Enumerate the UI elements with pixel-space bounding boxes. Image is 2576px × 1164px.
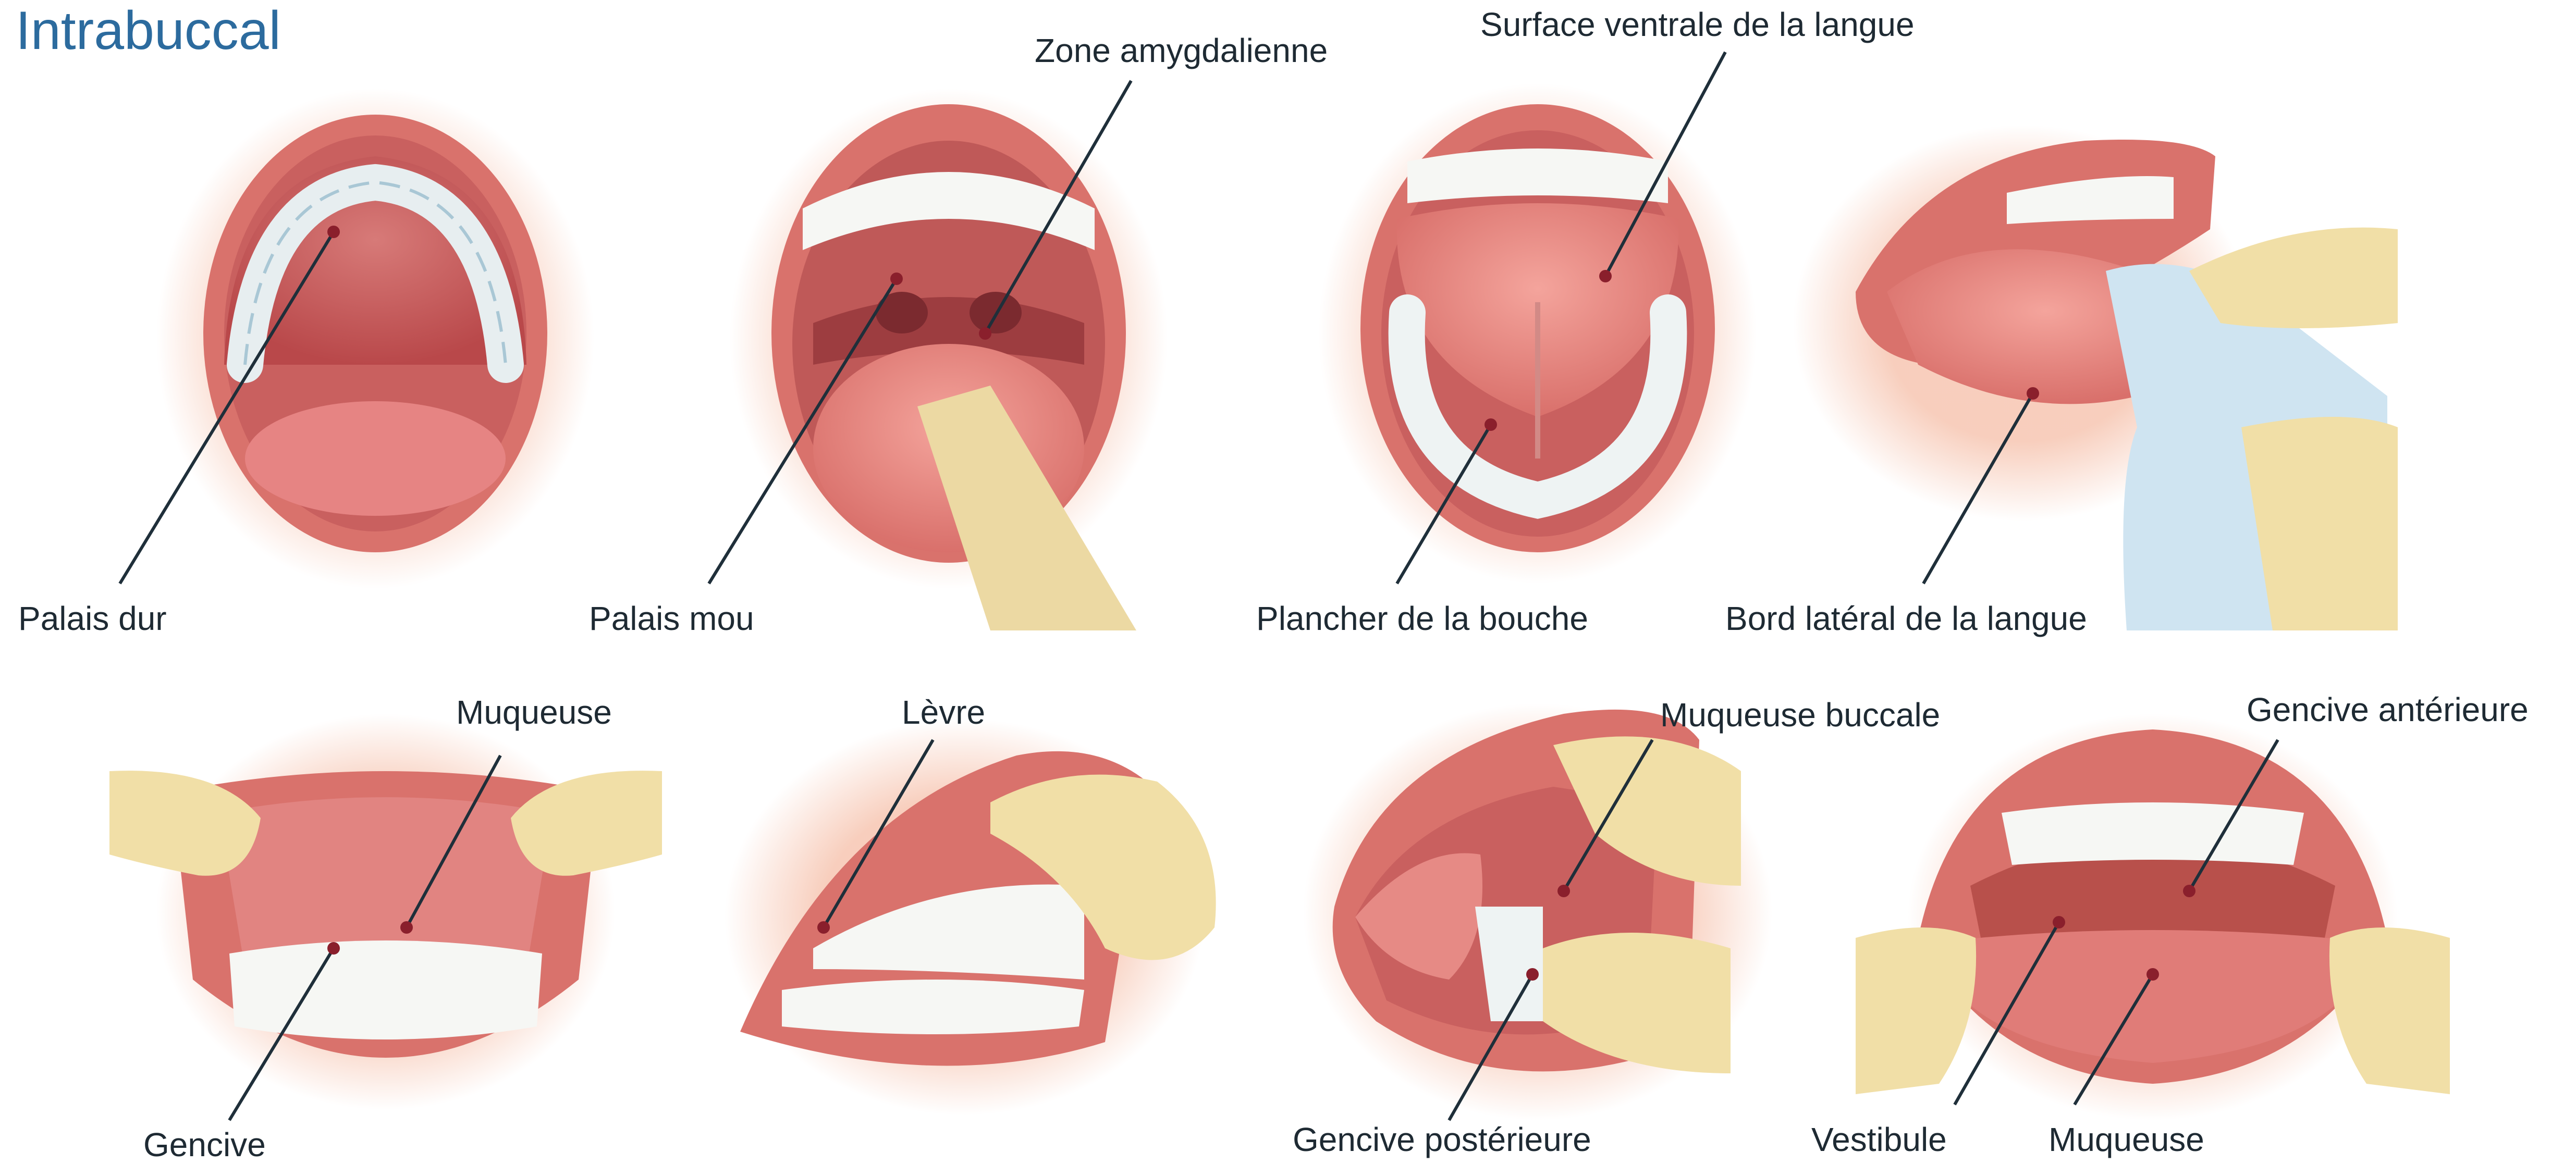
label-palais-dur: Palais dur bbox=[18, 599, 167, 638]
label-gencive-1: Gencive bbox=[143, 1125, 266, 1164]
marker-zone-amygdalienne bbox=[979, 327, 991, 340]
marker-muqueuse-2 bbox=[2146, 968, 2159, 981]
label-surface-ventrale: Surface ventrale de la langue bbox=[1480, 5, 1915, 44]
mouth-levre bbox=[725, 719, 1216, 1115]
marker-surface-ventrale bbox=[1599, 270, 1612, 282]
marker-vestibule bbox=[2053, 916, 2065, 928]
mouth-plancher bbox=[1319, 83, 1757, 584]
mouth-vestibule bbox=[1856, 714, 2450, 1120]
label-zone-amygdalienne: Zone amygdalienne bbox=[1035, 31, 1328, 70]
label-muqueuse-2: Muqueuse bbox=[2048, 1120, 2204, 1159]
mouth-gencive-muqueuse bbox=[109, 714, 662, 1110]
marker-gencive-1 bbox=[327, 942, 340, 955]
marker-palais-dur bbox=[327, 226, 340, 238]
label-plancher: Plancher de la bouche bbox=[1256, 599, 1588, 638]
marker-gencive-posterieure bbox=[1526, 968, 1539, 981]
marker-bord-lateral bbox=[2027, 387, 2039, 400]
label-palais-mou: Palais mou bbox=[589, 599, 754, 638]
mouth-palais-mou bbox=[730, 89, 1168, 630]
marker-muqueuse-1 bbox=[400, 921, 413, 934]
marker-plancher bbox=[1485, 418, 1497, 431]
mouth-bord-lateral bbox=[1793, 125, 2398, 630]
mouth-palais-dur bbox=[156, 89, 594, 589]
label-levre: Lèvre bbox=[902, 693, 985, 732]
label-vestibule: Vestibule bbox=[1811, 1120, 1947, 1159]
label-bord-lateral: Bord latéral de la langue bbox=[1725, 599, 2087, 638]
page-title: Intrabuccal bbox=[16, 0, 281, 62]
label-gencive-posterieure: Gencive postérieure bbox=[1293, 1120, 1591, 1159]
mouth-muqueuse-buccale bbox=[1303, 703, 1772, 1120]
label-muqueuse-buccale: Muqueuse buccale bbox=[1660, 696, 1940, 734]
label-gencive-anterieure: Gencive antérieure bbox=[2247, 690, 2529, 729]
marker-gencive-anterieure bbox=[2183, 885, 2195, 897]
marker-muqueuse-buccale bbox=[1557, 885, 1570, 897]
label-muqueuse-1: Muqueuse bbox=[456, 693, 612, 732]
marker-palais-mou bbox=[890, 273, 903, 285]
marker-levre bbox=[817, 921, 830, 934]
